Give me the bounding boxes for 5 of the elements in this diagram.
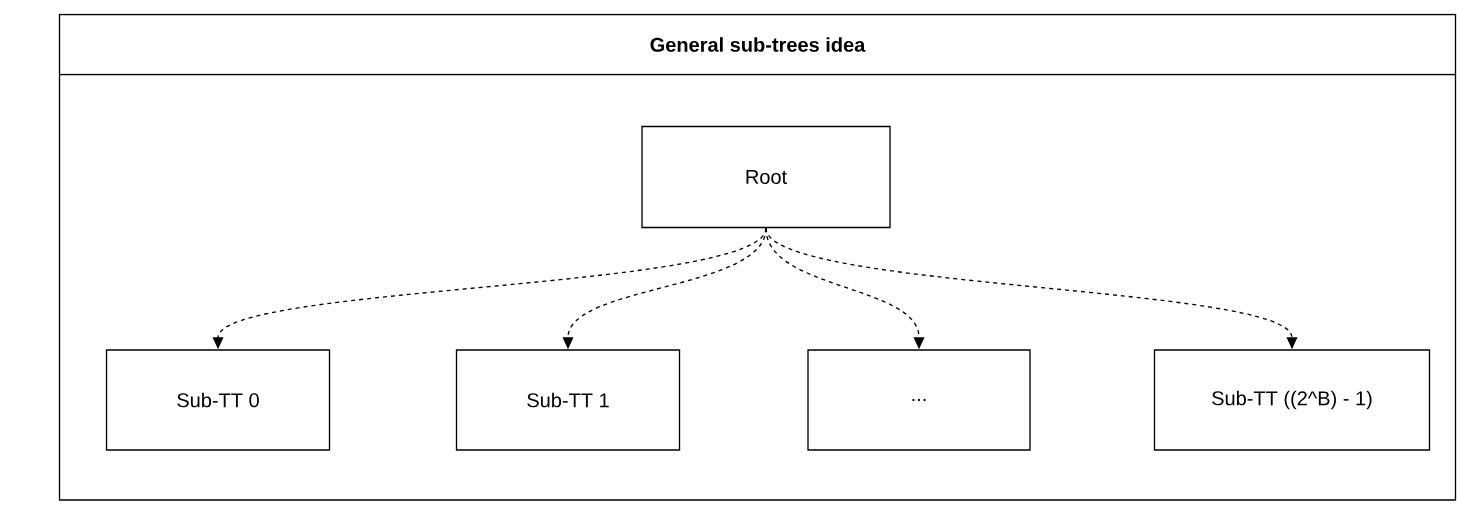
process-box: Sub-TT ((2^B) - 1) — [1153, 349, 1431, 451]
process-box: Sub-TT 0 — [105, 349, 331, 451]
process-box: ... — [807, 349, 1031, 451]
process-box: Root — [641, 125, 891, 229]
process-box: Sub-TT 1 — [455, 349, 681, 451]
